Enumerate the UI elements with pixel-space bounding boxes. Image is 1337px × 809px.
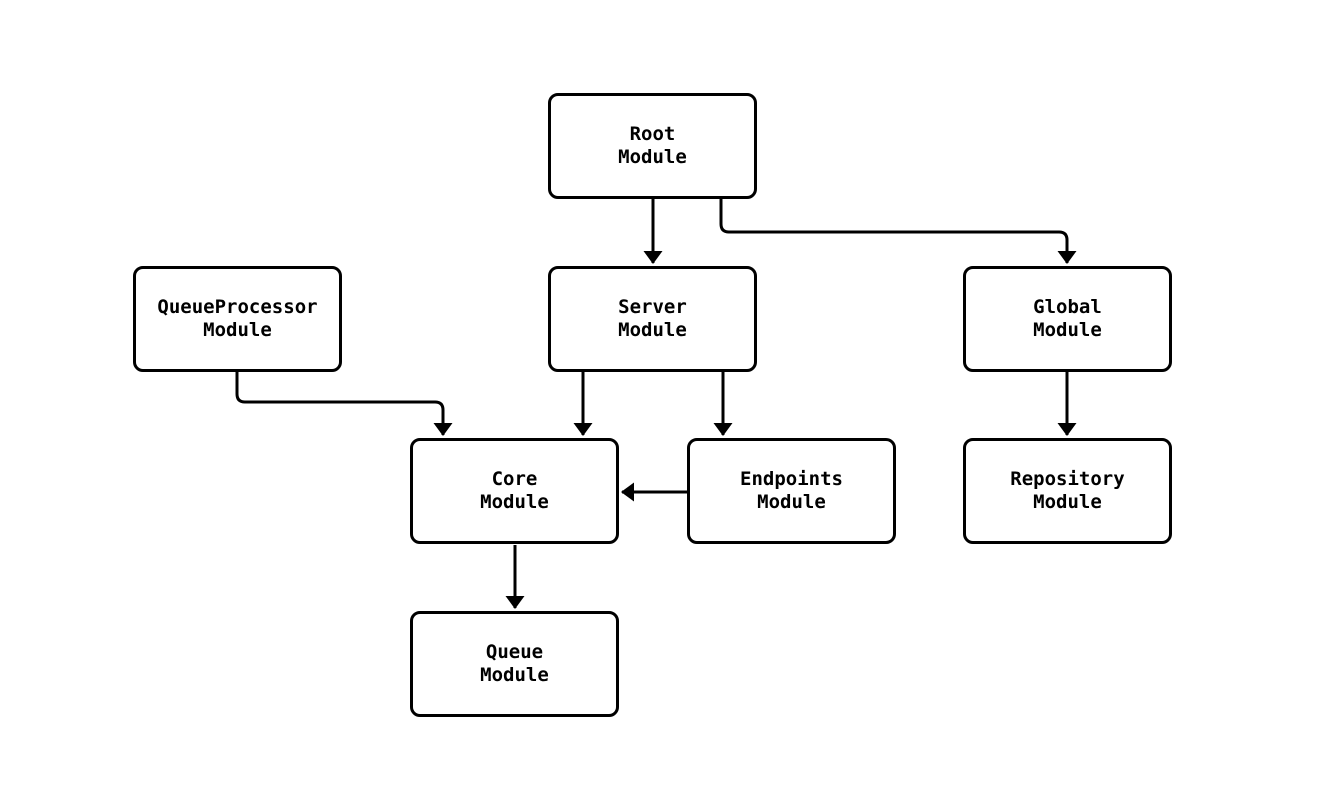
- node-repository-module-label: Repository Module: [1010, 468, 1125, 513]
- node-endpoints-module: Endpoints Module: [687, 438, 896, 544]
- node-core-module: Core Module: [410, 438, 619, 544]
- node-queueprocessor-module-label: QueueProcessor Module: [157, 296, 318, 341]
- node-global-module: Global Module: [963, 266, 1172, 372]
- edge-root-global: [719, 199, 1077, 264]
- node-root-module: Root Module: [548, 93, 757, 199]
- node-core-module-label: Core Module: [480, 468, 549, 513]
- node-server-module: Server Module: [548, 266, 757, 372]
- node-queueprocessor-module: QueueProcessor Module: [133, 266, 342, 372]
- node-queue-module-label: Queue Module: [480, 641, 549, 686]
- node-server-module-label: Server Module: [618, 296, 687, 341]
- node-root-module-label: Root Module: [618, 123, 687, 168]
- node-global-module-label: Global Module: [1033, 296, 1102, 341]
- edge-queueprocessor-core: [235, 372, 453, 436]
- node-queue-module: Queue Module: [410, 611, 619, 717]
- node-repository-module: Repository Module: [963, 438, 1172, 544]
- node-endpoints-module-label: Endpoints Module: [740, 468, 843, 513]
